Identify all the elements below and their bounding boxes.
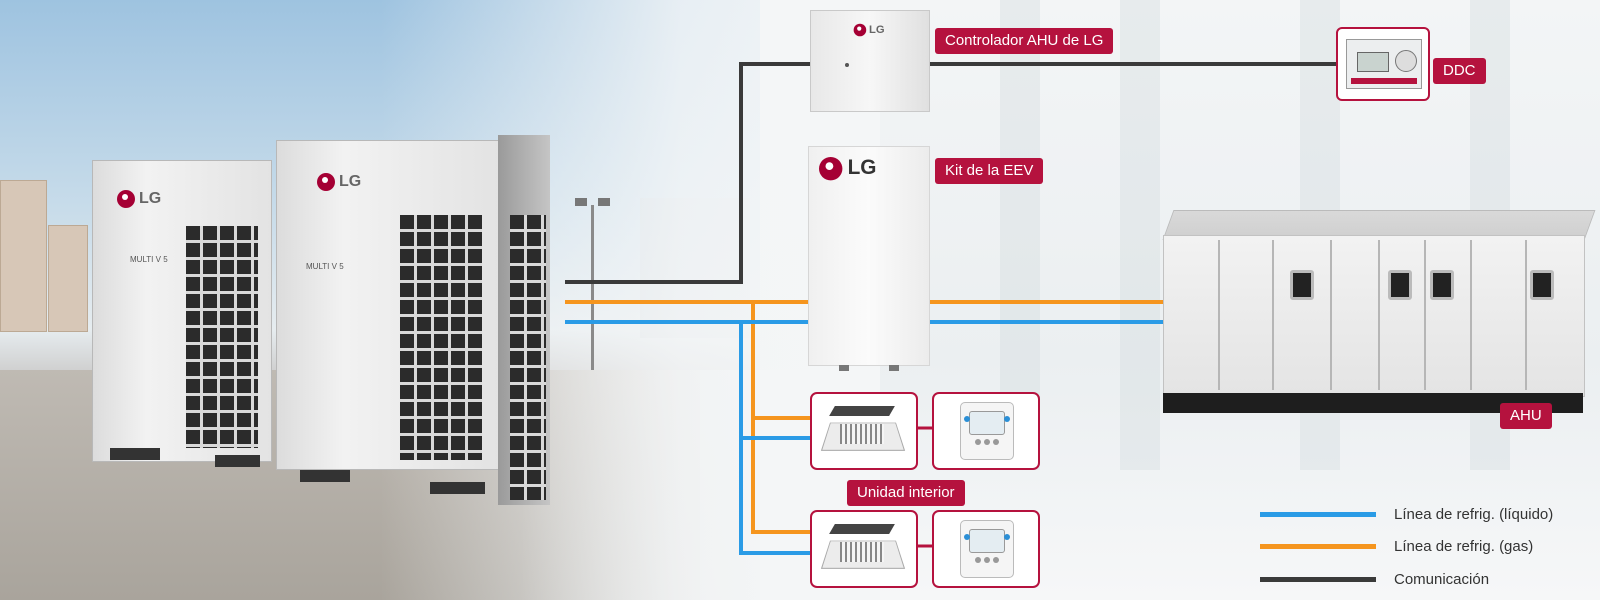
ahu-inspection-window bbox=[1430, 270, 1454, 300]
legend-item-liquid: Línea de refrig. (líquido) bbox=[1260, 506, 1553, 523]
ground-fade bbox=[520, 370, 820, 600]
legend-item-gas: Línea de refrig. (gas) bbox=[1260, 538, 1533, 555]
ddc-keypad-icon bbox=[1395, 50, 1417, 72]
lg-logo: LG bbox=[819, 157, 876, 181]
window-column bbox=[1120, 0, 1160, 470]
background-building bbox=[48, 225, 88, 332]
cassette-icon bbox=[820, 524, 906, 570]
label-ahu: AHU bbox=[1500, 403, 1552, 429]
lamp-head bbox=[598, 198, 610, 206]
label-eev-kit: Kit de la EEV bbox=[935, 158, 1044, 184]
gas-line bbox=[751, 302, 810, 534]
legend-swatch-liquid bbox=[1260, 512, 1376, 517]
label-ahu-controller: Controlador AHU de LG bbox=[935, 28, 1114, 54]
lg-logo: LG bbox=[853, 23, 885, 37]
ahu-inspection-window bbox=[1530, 270, 1554, 300]
label-ddc: DDC bbox=[1433, 58, 1486, 84]
background-building bbox=[0, 180, 47, 332]
cassette-icon bbox=[820, 406, 906, 452]
model-label: MULTI V 5 bbox=[306, 262, 344, 271]
liquid-line bbox=[739, 322, 810, 555]
indoor-cassette-unit bbox=[810, 392, 918, 470]
ahu-inspection-window bbox=[1290, 270, 1314, 300]
lock-icon bbox=[845, 63, 849, 67]
window-column bbox=[1000, 0, 1040, 470]
lamp-post bbox=[591, 205, 594, 370]
lamp-head bbox=[575, 198, 587, 206]
label-indoor-unit: Unidad interior bbox=[847, 480, 965, 506]
ahu-inspection-window bbox=[1388, 270, 1412, 300]
communication-line bbox=[565, 62, 810, 284]
wired-remote-controller bbox=[932, 510, 1040, 588]
ddc-screen bbox=[1357, 52, 1389, 72]
lg-logo: LG bbox=[317, 173, 361, 191]
eev-kit-box: LG bbox=[808, 146, 930, 371]
ddc-controller bbox=[1336, 27, 1430, 101]
legend-swatch-communication bbox=[1260, 577, 1376, 582]
model-label: MULTI V 5 bbox=[130, 255, 168, 264]
legend-swatch-gas bbox=[1260, 544, 1376, 549]
wired-remote-controller bbox=[932, 392, 1040, 470]
legend-item-communication: Comunicación bbox=[1260, 571, 1489, 588]
indoor-cassette-unit bbox=[810, 510, 918, 588]
remote-controller-icon bbox=[960, 520, 1014, 578]
ahu-controller-box: LG bbox=[810, 10, 930, 112]
remote-controller-icon bbox=[960, 402, 1014, 460]
lg-logo: LG bbox=[117, 190, 161, 208]
